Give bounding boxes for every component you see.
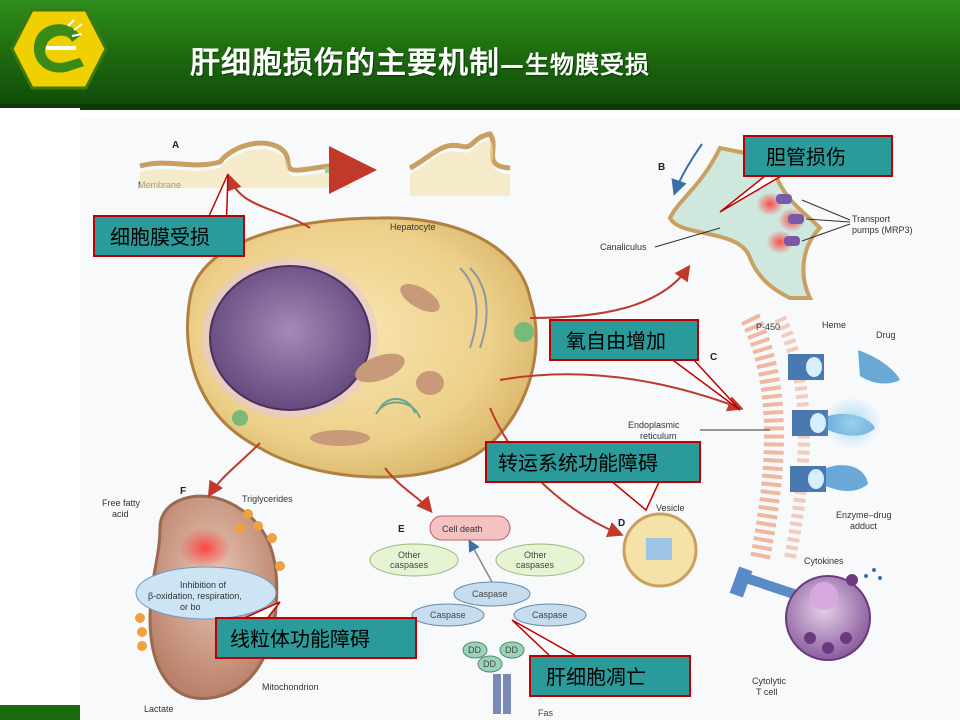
callout-ros: 氧自由增加	[549, 319, 741, 411]
transport-pumps-label: Transport	[852, 214, 891, 224]
panel-e-letter: E	[398, 524, 405, 535]
callout-membrane: 细胞膜受损	[93, 173, 245, 257]
hepatocyte-cell: Hepatocyte	[186, 216, 538, 479]
hepatocyte-label: Hepatocyte	[390, 222, 436, 232]
canaliculus-label: Canaliculus	[600, 242, 647, 252]
dd-label-2: DD	[483, 659, 496, 669]
panel-e-caspase: E Cell death Other caspases Other caspas…	[369, 515, 587, 718]
title-sub: —生物膜受损	[500, 51, 650, 79]
inhibition-label: Inhibition of	[180, 580, 227, 590]
other-caspases-left-2: caspases	[390, 560, 429, 570]
drug-label: Drug	[876, 330, 896, 340]
pathway-arrows	[207, 174, 744, 537]
lactate-label: Lactate	[144, 704, 174, 714]
title-main: 肝细胞损伤的主要机制	[190, 46, 500, 81]
caspase-right: Caspase	[532, 610, 568, 620]
other-caspases-left: Other	[398, 550, 421, 560]
cytolytic-label: Cytolytic	[752, 676, 787, 686]
p450-label: P-450	[756, 322, 780, 332]
logo-icon	[10, 8, 108, 90]
fas-label: Fas	[538, 708, 554, 718]
cytolytic-label-2: T cell	[756, 687, 777, 697]
header-rule	[0, 104, 960, 110]
liver-injury-diagram: A Membrane Hepatocyte B	[80, 118, 960, 720]
mitochondrion-label: Mitochondrion	[262, 682, 319, 692]
header-bar	[0, 0, 960, 108]
callout-bile-duct-text: 胆管损伤	[766, 145, 846, 169]
callout-ros-text: 氧自由增加	[566, 329, 666, 353]
other-caspases-right: Other	[524, 550, 547, 560]
callout-membrane-text: 细胞膜受损	[110, 225, 210, 249]
panel-a-letter: A	[172, 140, 179, 151]
panel-c-letter: C	[710, 352, 717, 363]
callout-mitochondria-text: 线粒体功能障碍	[230, 627, 370, 651]
panel-b-canaliculus: B Transport pumps (MRP3) Canaliculus	[600, 143, 913, 300]
left-margin	[0, 108, 80, 720]
callout-transport: 转运系统功能障碍	[485, 441, 701, 512]
callout-transport-text: 转运系统功能障碍	[498, 451, 658, 475]
ffa-label-2: acid	[112, 509, 129, 519]
caspase-left: Caspase	[430, 610, 466, 620]
ffa-label: Free fatty	[102, 498, 141, 508]
dd-label-3: DD	[505, 645, 518, 655]
er-label-2: reticulum	[640, 431, 677, 441]
callout-bile-duct: 胆管损伤	[719, 135, 893, 213]
slide-title: 肝细胞损伤的主要机制—生物膜受损	[190, 38, 650, 82]
callout-apoptosis: 肝细胞凋亡	[511, 619, 691, 697]
heme-label: Heme	[822, 320, 846, 330]
transport-pumps-label-2: pumps (MRP3)	[852, 225, 913, 235]
callout-apoptosis-text: 肝细胞凋亡	[546, 665, 646, 689]
panel-f-letter: F	[180, 486, 186, 497]
cell-death-label: Cell death	[442, 524, 483, 534]
panel-a-membrane: A Membrane	[138, 131, 511, 196]
dd-label-1: DD	[468, 645, 481, 655]
other-caspases-right-2: caspases	[516, 560, 555, 570]
panel-d-vesicle: D Vesicle Cytokines Cytolytic T cell	[618, 503, 882, 697]
panel-f-mitochondrion: F Free fatty acid Triglycerides Inhibiti…	[102, 486, 319, 714]
enzyme-drug-label: Enzyme–drug	[836, 510, 892, 520]
panel-d-letter: D	[618, 518, 625, 529]
vesicle-label: Vesicle	[656, 503, 685, 513]
inhibition-label-2: β-oxidation, respiration,	[148, 591, 242, 601]
enzyme-drug-label-2: adduct	[850, 521, 878, 531]
panel-c-er: C P-450 Heme Drug Endoplasmic reticulum …	[628, 313, 900, 560]
er-label: Endoplasmic	[628, 420, 680, 430]
callout-mitochondria: 线粒体功能障碍	[215, 601, 417, 659]
caspase-center: Caspase	[472, 589, 508, 599]
triglycerides-label: Triglycerides	[242, 494, 293, 504]
panel-b-letter: B	[658, 162, 665, 173]
footer-bar	[0, 705, 80, 720]
cytokines-label: Cytokines	[804, 556, 844, 566]
inhibition-label-3: or bo	[180, 602, 201, 612]
